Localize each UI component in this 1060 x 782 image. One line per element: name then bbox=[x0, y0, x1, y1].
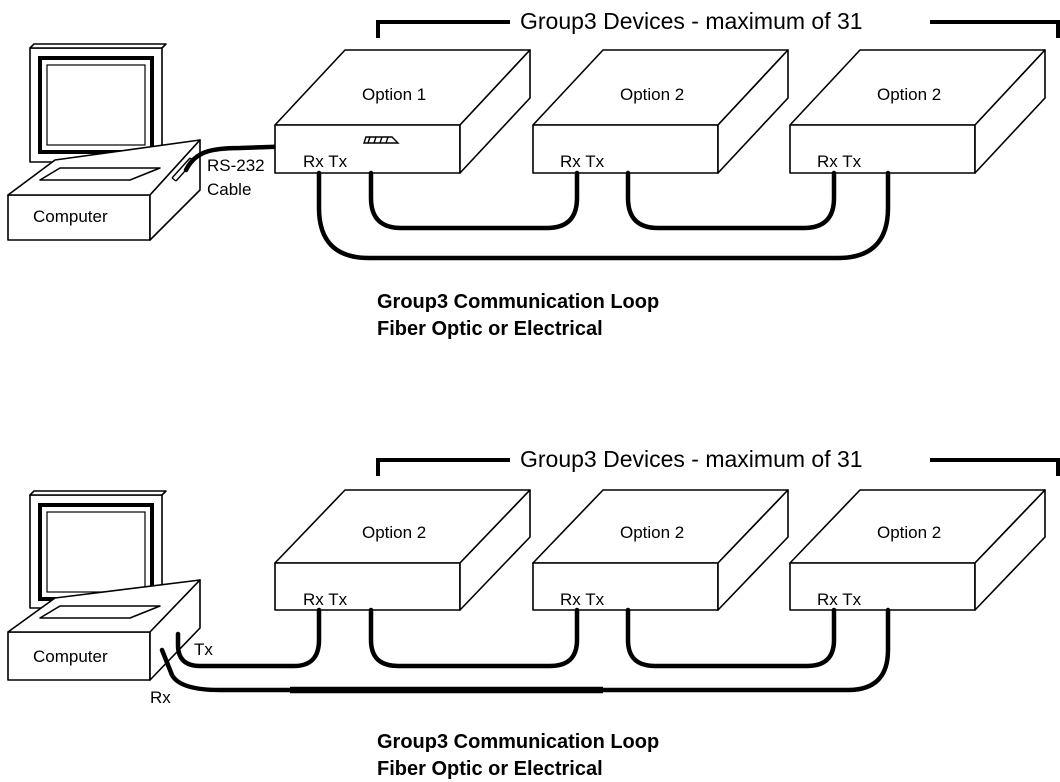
bottom-group-bracket: Group3 Devices - maximum of 31 bbox=[376, 446, 1060, 476]
bottom-tx-label: Tx bbox=[194, 640, 213, 659]
bottom-caption-line1: Group3 Communication Loop bbox=[377, 731, 659, 753]
bottom-rx-label: Rx bbox=[150, 688, 171, 707]
top-device-2-title: Option 2 bbox=[620, 85, 684, 104]
bottom-device-1-title: Option 2 bbox=[362, 523, 426, 542]
top-caption-line2: Fiber Optic or Electrical bbox=[377, 318, 603, 340]
top-caption-line1: Group3 Communication Loop bbox=[377, 291, 659, 313]
top-diagram: Group3 Devices - maximum of 31 Computer … bbox=[7, 8, 1060, 340]
rs232-label-line1: RS-232 bbox=[207, 156, 265, 175]
bottom-device-3: Option 2 Rx Tx bbox=[789, 489, 1046, 611]
rs232-label-line2: Cable bbox=[207, 180, 251, 199]
bottom-device-1-ports: Rx Tx bbox=[303, 590, 348, 609]
top-computer-label: Computer bbox=[33, 207, 108, 226]
top-group-label: Group3 Devices - maximum of 31 bbox=[520, 8, 863, 34]
top-loop-cables bbox=[316, 170, 891, 261]
bottom-computer: Computer bbox=[7, 490, 201, 681]
top-device-2: Option 2 Rx Tx bbox=[532, 49, 789, 174]
bottom-caption-line2: Fiber Optic or Electrical bbox=[377, 758, 603, 780]
bottom-computer-label: Computer bbox=[33, 647, 108, 666]
bottom-diagram: Group3 Devices - maximum of 31 Computer … bbox=[7, 446, 1060, 780]
top-device-1: Option 1 Rx Tx bbox=[274, 49, 531, 174]
top-device-3-title: Option 2 bbox=[877, 85, 941, 104]
bottom-loop-cables bbox=[159, 607, 891, 694]
top-device-1-title: Option 1 bbox=[362, 85, 426, 104]
bottom-device-3-title: Option 2 bbox=[877, 523, 941, 542]
top-device-3: Option 2 Rx Tx bbox=[789, 49, 1046, 174]
bottom-device-2-ports: Rx Tx bbox=[560, 590, 605, 609]
top-device-1-ports: Rx Tx bbox=[303, 152, 348, 171]
rs232-cable: RS-232 Cable bbox=[183, 140, 393, 199]
bottom-device-2-title: Option 2 bbox=[620, 523, 684, 542]
top-computer: Computer bbox=[7, 43, 201, 241]
top-device-2-ports: Rx Tx bbox=[560, 152, 605, 171]
bottom-device-2: Option 2 Rx Tx bbox=[532, 489, 789, 611]
top-device-3-ports: Rx Tx bbox=[817, 152, 862, 171]
bottom-device-1: Option 2 Rx Tx bbox=[274, 489, 531, 611]
bottom-device-3-ports: Rx Tx bbox=[817, 590, 862, 609]
top-group-bracket: Group3 Devices - maximum of 31 bbox=[376, 8, 1060, 38]
bottom-group-label: Group3 Devices - maximum of 31 bbox=[520, 446, 863, 472]
